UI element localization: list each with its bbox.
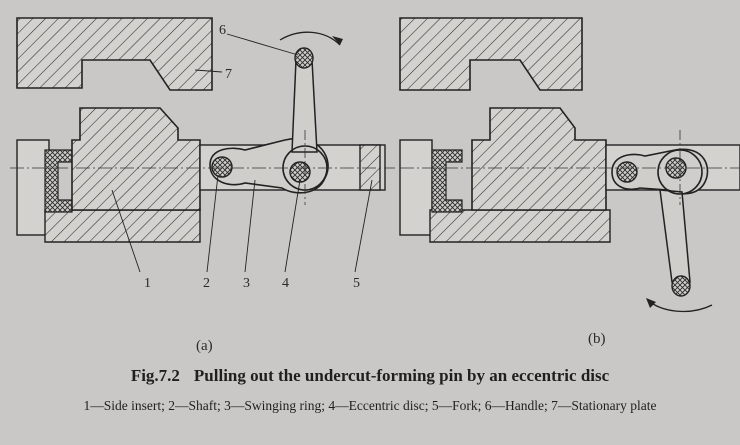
view-a: 6 7 1 2 3 4 5 (a) <box>10 17 395 354</box>
arrowhead <box>332 36 343 45</box>
figure-number: Fig.7.2 <box>130 366 180 385</box>
figure-title: Pulling out the undercut-forming pin by … <box>193 366 610 385</box>
rotation-arrow <box>647 299 713 313</box>
shaft <box>211 156 233 178</box>
handle <box>291 59 318 153</box>
callout-3: 3 <box>243 276 250 291</box>
bottom-plate <box>44 209 201 243</box>
fork-end <box>359 144 381 191</box>
subfigure-label-a: (a) <box>196 338 213 354</box>
shaft <box>616 161 638 183</box>
arrowhead <box>646 298 656 308</box>
handle <box>659 189 691 283</box>
handle-knob <box>671 275 691 297</box>
callout-2: 2 <box>203 276 210 291</box>
callout-1: 1 <box>144 276 151 291</box>
callout-5: 5 <box>353 276 360 291</box>
seal-ring <box>431 149 463 213</box>
leader-lines <box>111 33 373 273</box>
rotation-arrow <box>279 31 341 46</box>
mould-block <box>399 139 433 236</box>
callout-6: 6 <box>219 23 226 38</box>
seal-ring <box>44 149 73 213</box>
stationary-plate <box>399 17 583 91</box>
figure-caption: Fig.7.2 Pulling out the undercut-forming … <box>0 366 740 386</box>
view-b: (b) <box>399 17 740 347</box>
side-insert <box>71 107 201 211</box>
callout-4: 4 <box>282 276 289 291</box>
swinging-ring <box>611 148 709 195</box>
callout-7: 7 <box>225 67 232 82</box>
eccentric-disc <box>289 161 311 183</box>
bottom-plate <box>429 209 611 243</box>
figure-legend: 1—Side insert; 2—Shaft; 3—Swinging ring;… <box>83 398 657 413</box>
stationary-plate <box>16 17 213 91</box>
subfigure-label-b: (b) <box>588 331 606 347</box>
side-insert <box>471 107 607 211</box>
mould-block <box>16 139 50 236</box>
handle-knob <box>294 47 314 69</box>
